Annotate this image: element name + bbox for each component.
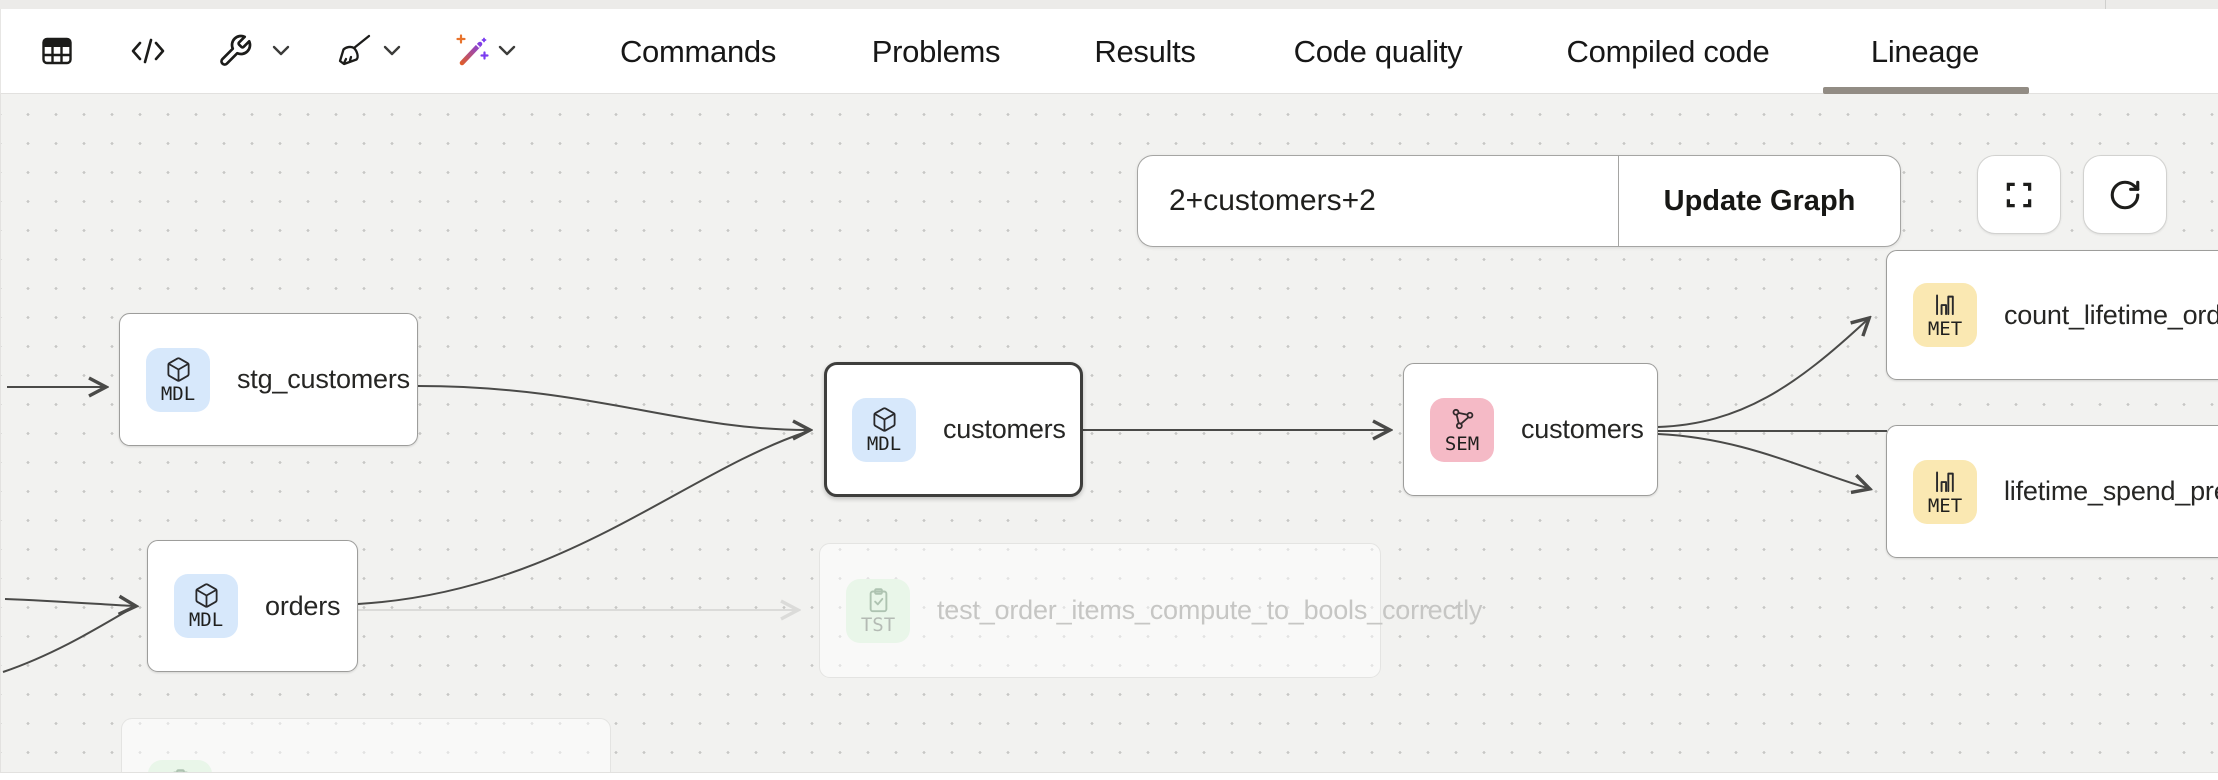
refresh-graph-button[interactable]	[2083, 155, 2167, 234]
node-label: test_order_items_compute_to_bools_correc…	[937, 595, 1483, 625]
node-label: customers	[943, 414, 1066, 444]
node-customers-model[interactable]: MDL customers	[824, 362, 1083, 497]
badge-type-label: SEM	[1444, 432, 1480, 455]
window-top-strip	[0, 0, 2218, 9]
badge-type-label: MET	[1927, 494, 1963, 517]
broom-dropdown-chevron-icon[interactable]	[382, 43, 402, 59]
tab-commands[interactable]: Commands	[619, 33, 777, 69]
test-badge: TST	[846, 578, 910, 643]
fit-view-button[interactable]	[1977, 155, 2061, 234]
badge-type-label: MDL	[866, 432, 902, 455]
node-count-lifetime-orders[interactable]: MET count_lifetime_orders	[1886, 250, 2218, 380]
node-orders[interactable]: MDL orders	[147, 540, 358, 672]
update-graph-button[interactable]: Update Graph	[1618, 156, 1900, 246]
magic-wand-dropdown-chevron-icon[interactable]	[497, 43, 517, 59]
tab-code-quality[interactable]: Code quality	[1293, 33, 1463, 69]
top-strip-divider	[2105, 0, 2106, 9]
model-badge: MDL	[852, 397, 916, 462]
bar-chart-icon	[1935, 294, 1954, 316]
code-icon[interactable]	[129, 36, 167, 66]
tab-results[interactable]: Results	[1094, 33, 1196, 69]
cube-icon	[166, 356, 190, 382]
tab-problems[interactable]: Problems	[871, 33, 1001, 69]
broom-icon[interactable]	[333, 33, 373, 69]
tab-compiled-code[interactable]: Compiled code	[1566, 33, 1770, 69]
wrench-dropdown-chevron-icon[interactable]	[271, 43, 291, 59]
metric-badge: MET	[1913, 459, 1977, 524]
wrench-icon[interactable]	[217, 33, 253, 69]
badge-type-label: MET	[1927, 318, 1963, 340]
semantic-badge: SEM	[1430, 397, 1494, 462]
clipboard-check-icon	[869, 587, 887, 612]
editor-toolbar: Commands Problems Results Code quality C…	[0, 9, 2218, 94]
node-customers-semantic[interactable]: SEM customers	[1403, 363, 1658, 496]
tab-lineage[interactable]: Lineage	[1870, 33, 1980, 69]
node-label: orders	[265, 590, 341, 621]
model-badge: MDL	[174, 574, 238, 638]
lineage-edges	[2, 94, 1887, 673]
table-icon[interactable]	[40, 34, 74, 68]
node-label: stg_customers	[237, 364, 410, 394]
model-badge: MDL	[146, 347, 210, 412]
bar-chart-icon	[1935, 471, 1954, 492]
active-tab-underline	[1823, 87, 2029, 94]
badge-type-label: MDL	[188, 609, 224, 631]
cube-icon	[194, 583, 218, 608]
badge-type-label: TST	[860, 613, 896, 636]
clipboard-check-icon	[172, 769, 188, 772]
badge-type-label: MDL	[160, 382, 196, 405]
node-label: count_lifetime_orders	[2004, 299, 2218, 330]
fit-view-icon	[2006, 182, 2032, 207]
node-test-order-items[interactable]: TST test_order_items_compute_to_bools_co…	[819, 543, 1483, 678]
magic-wand-icon[interactable]	[453, 32, 491, 70]
lineage-filter-input[interactable]	[1138, 156, 1618, 246]
node-stg-customers[interactable]: MDL stg_customers	[119, 313, 418, 446]
cube-icon	[872, 406, 896, 432]
node-label: lifetime_spend_pretax	[2004, 476, 2218, 506]
metric-badge: MET	[1913, 283, 1977, 347]
refresh-icon	[2110, 180, 2140, 209]
lineage-canvas[interactable]: MDL stg_customers MDL orders MDL custome…	[0, 94, 2218, 772]
network-icon	[1452, 408, 1473, 429]
window-bottom-strip	[0, 772, 2218, 780]
node-lifetime-spend-pretax[interactable]: MET lifetime_spend_pretax	[1886, 425, 2218, 558]
node-test-bottom[interactable]: TST	[121, 718, 611, 772]
node-label: customers	[1521, 414, 1644, 444]
lineage-filter-bar: Update Graph	[1137, 155, 1901, 247]
test-badge: TST	[148, 760, 212, 772]
